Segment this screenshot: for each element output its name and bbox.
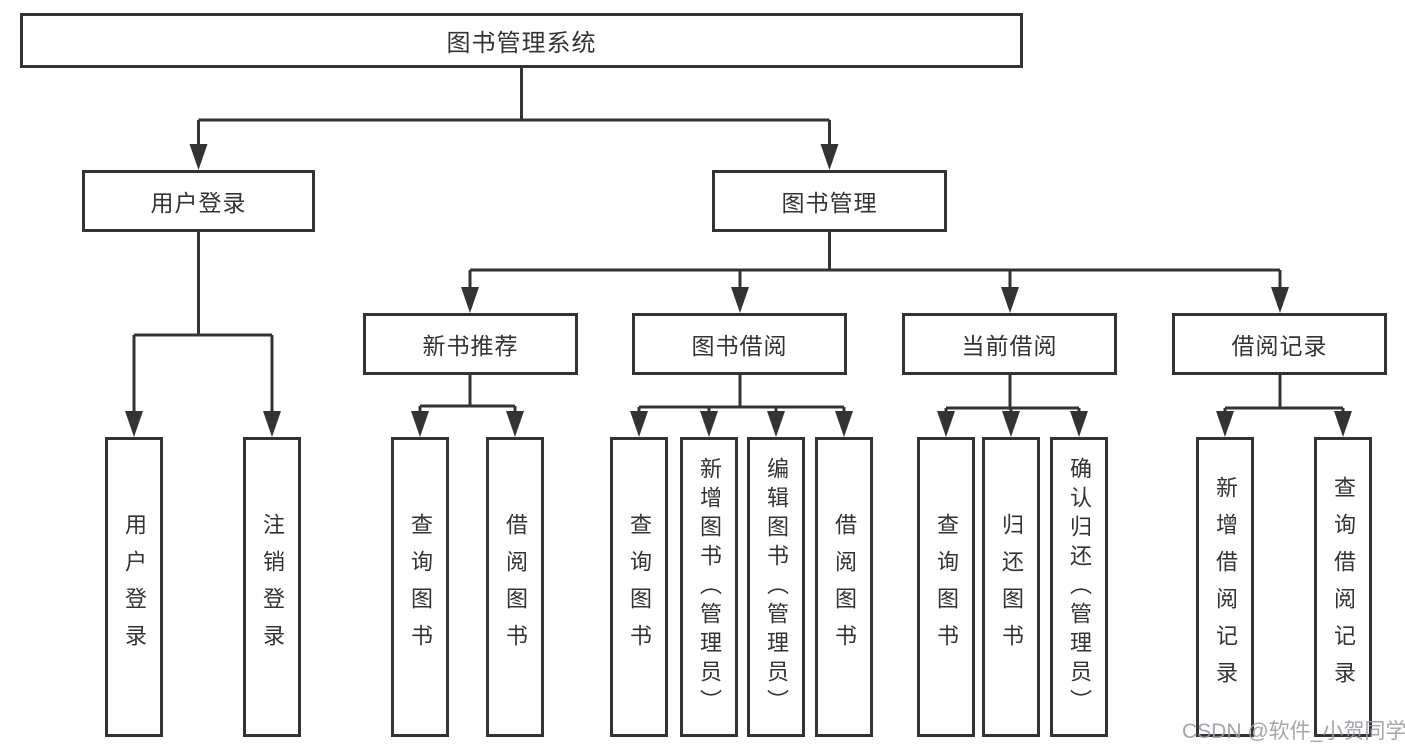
leaf-label: 用户登录 [122, 513, 147, 661]
leaf-confirm-return-admin: 确认归还（管理员） [1050, 437, 1108, 737]
leaf-add-books-admin: 新增图书（管理员） [680, 437, 738, 737]
node-label: 图书借阅 [691, 333, 788, 359]
node-book-borrowing: 图书借阅 [632, 313, 847, 375]
arrowheads [125, 144, 1352, 437]
leaf-label: 编辑图书（管理员） [764, 456, 789, 718]
leaf-borrow-books: 借阅图书 [815, 437, 873, 737]
leaf-label: 借阅图书 [503, 513, 528, 661]
leaf-logout: 注销登录 [243, 437, 301, 737]
node-borrowing-records: 借阅记录 [1172, 313, 1387, 375]
node-root-system: 图书管理系统 [20, 13, 1023, 68]
leaf-label: 查询借阅记录 [1331, 476, 1356, 698]
leaf-label: 确认归还（管理员） [1067, 456, 1092, 718]
node-label: 借阅记录 [1231, 333, 1328, 359]
leaf-query-books-borrowing: 查询图书 [610, 437, 668, 737]
leaf-borrow-books-recommend: 借阅图书 [486, 437, 544, 737]
leaf-user-login: 用户登录 [105, 437, 163, 737]
leaf-label: 查询图书 [627, 513, 652, 661]
node-book-management-branch: 图书管理 [712, 170, 947, 232]
leaf-return-books: 归还图书 [982, 437, 1040, 737]
node-user-login-branch: 用户登录 [82, 170, 315, 232]
leaf-edit-books-admin: 编辑图书（管理员） [747, 437, 805, 737]
leaf-query-borrow-record: 查询借阅记录 [1314, 437, 1372, 737]
leaf-label: 归还图书 [999, 513, 1024, 661]
node-label: 图书管理 [781, 190, 878, 216]
leaf-label: 借阅图书 [832, 513, 857, 661]
node-label: 用户登录 [150, 190, 247, 216]
leaf-label: 新增图书（管理员） [697, 456, 722, 718]
leaf-label: 新增借阅记录 [1213, 476, 1238, 698]
node-root-label: 图书管理系统 [446, 30, 597, 57]
node-label: 当前借阅 [961, 333, 1058, 359]
csdn-watermark: CSDN @软件_小贺同学 [1182, 720, 1405, 743]
leaf-query-books-recommend: 查询图书 [391, 437, 449, 737]
leaf-label: 注销登录 [260, 513, 285, 661]
leaf-query-books-current: 查询图书 [917, 437, 975, 737]
node-current-borrowing: 当前借阅 [902, 313, 1117, 375]
node-label: 新书推荐 [422, 333, 519, 359]
leaf-add-borrow-record: 新增借阅记录 [1196, 437, 1254, 737]
leaf-label: 查询图书 [408, 513, 433, 661]
node-new-book-recommend: 新书推荐 [363, 313, 578, 375]
leaf-label: 查询图书 [934, 513, 959, 661]
